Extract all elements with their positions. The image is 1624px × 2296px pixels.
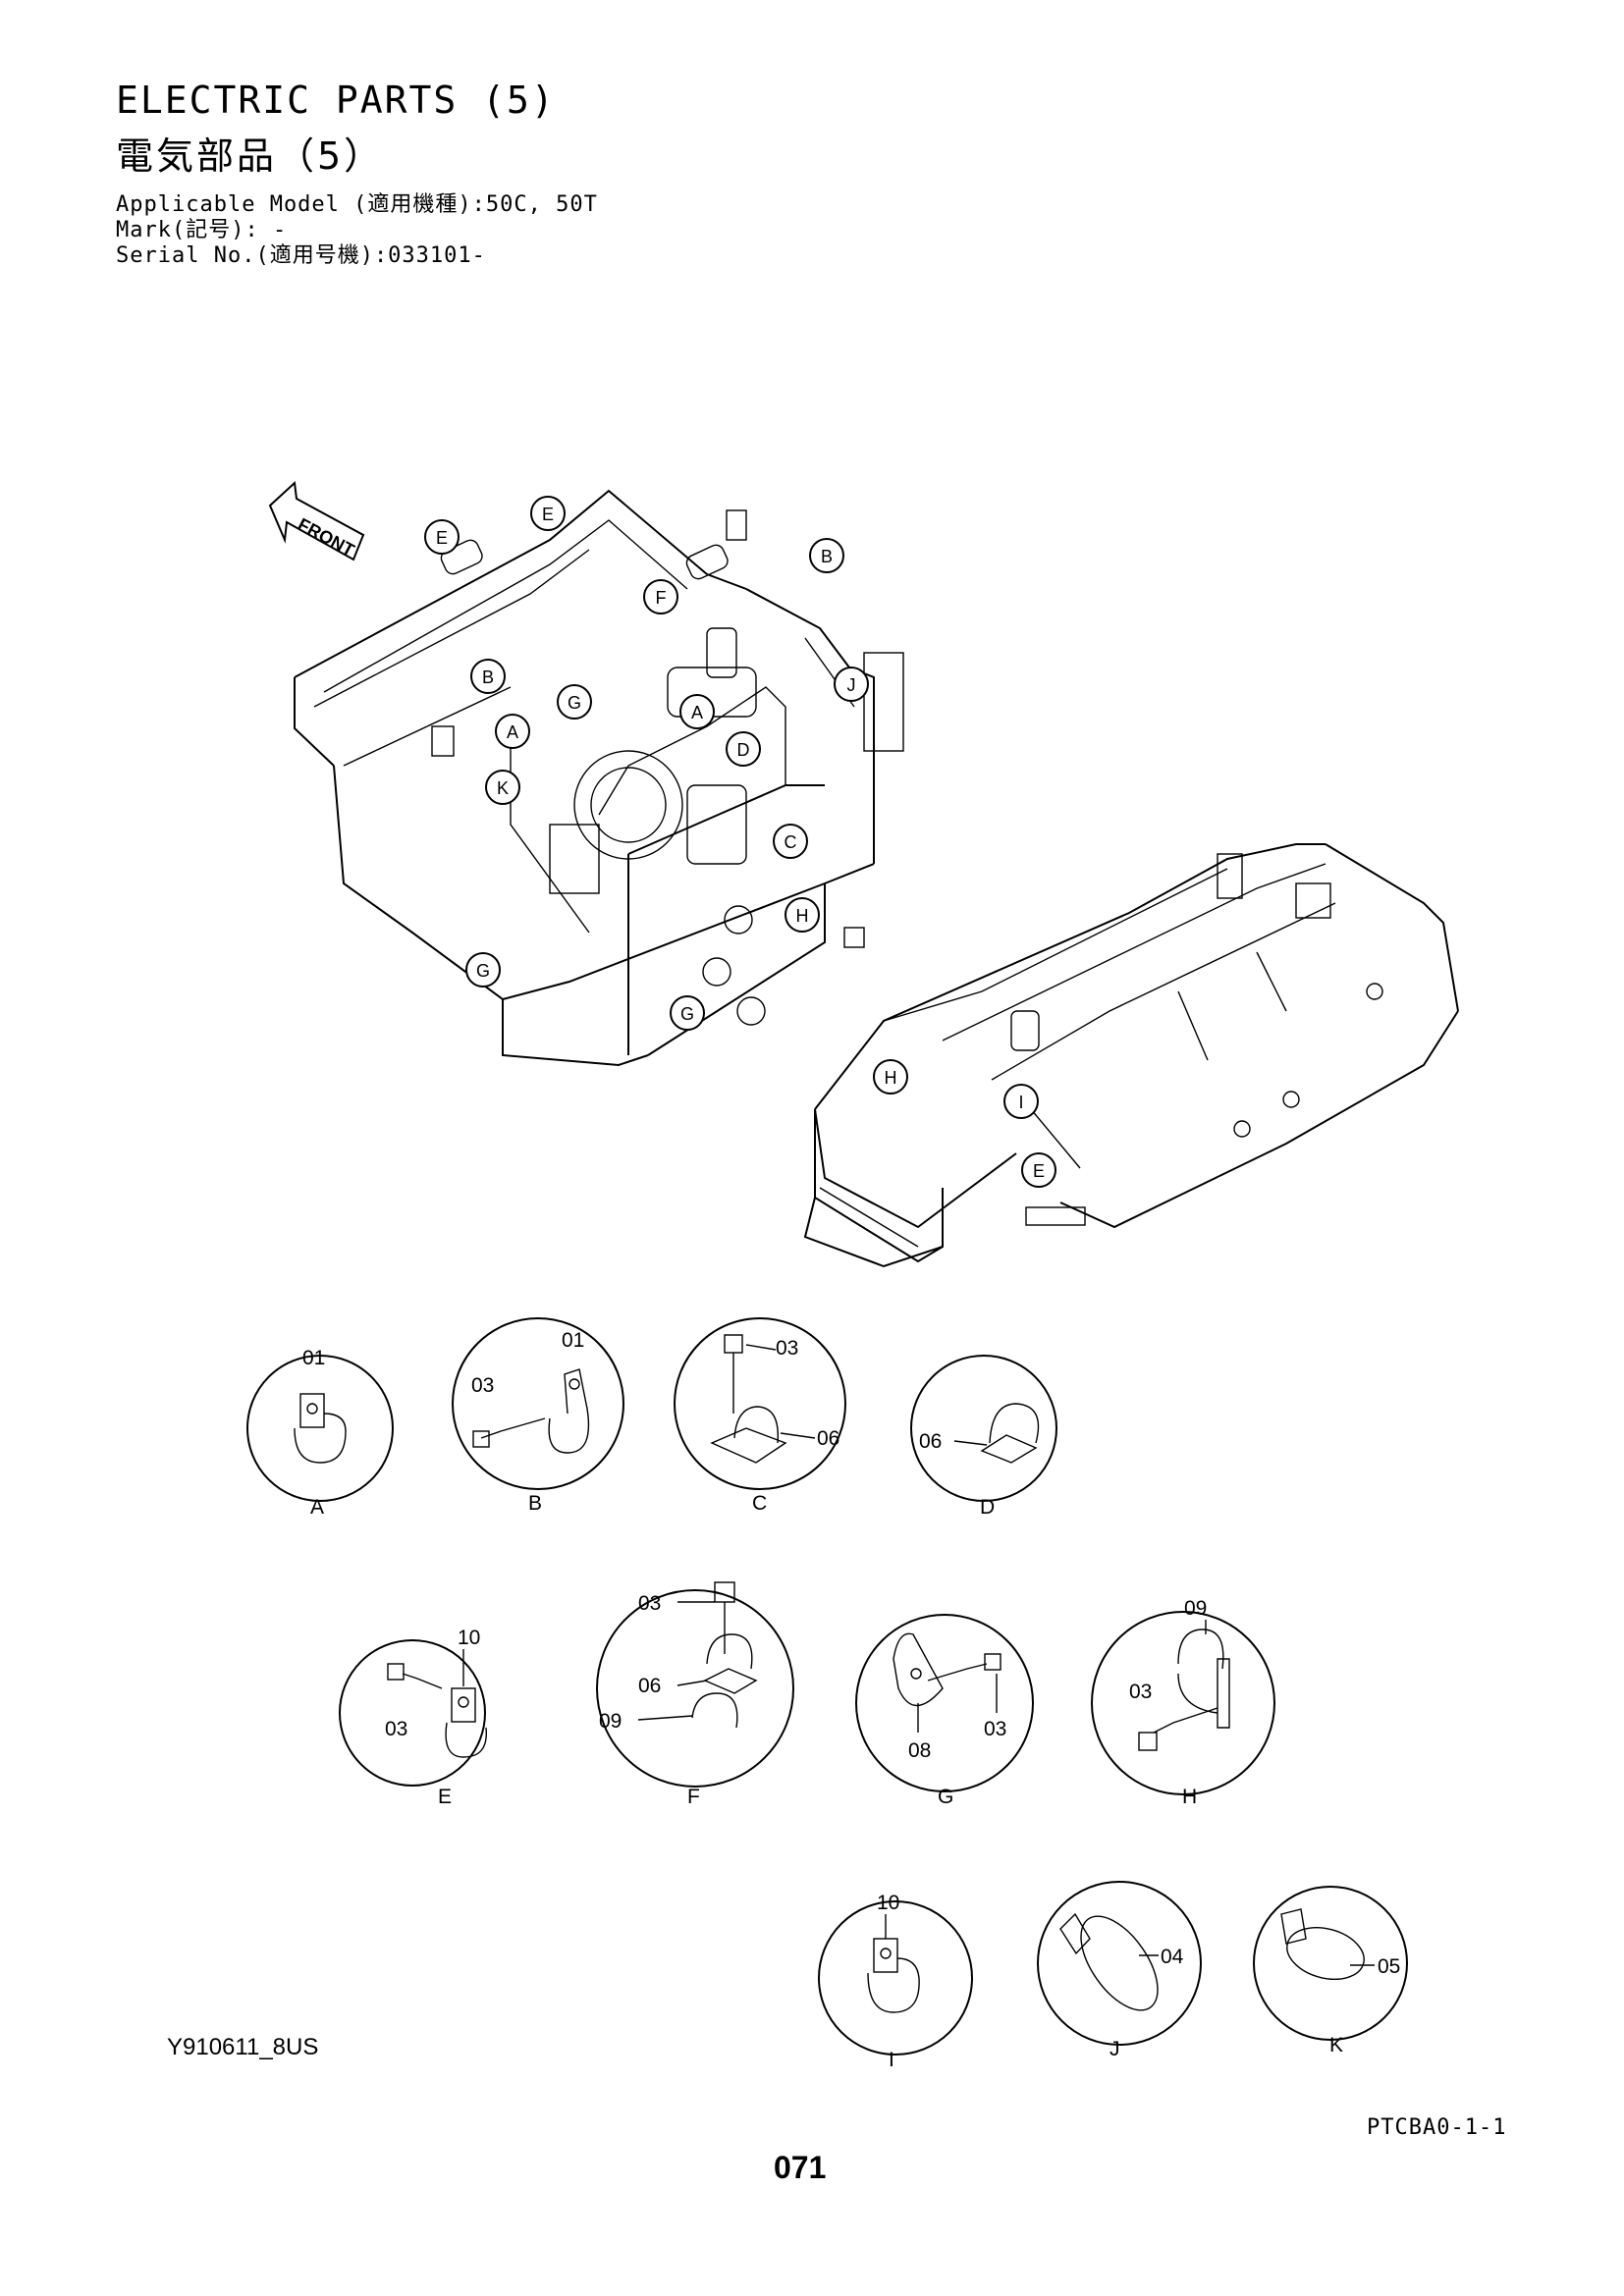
callout-label: G	[568, 693, 581, 713]
callout-label: H	[885, 1068, 897, 1088]
lower-frame-illustration	[803, 843, 1459, 1268]
callout-label: F	[656, 588, 667, 608]
callout-label: H	[796, 906, 809, 926]
detail-letter: K	[1329, 2034, 1343, 2056]
callout-label: E	[436, 528, 448, 548]
callouts-lower: H I E	[873, 1059, 1056, 1188]
detail-j: 04 J	[1037, 1881, 1202, 2060]
detail-letter: I	[889, 2049, 894, 2071]
part-number: 09	[1184, 1597, 1207, 1620]
catalog-code: PTCBA0-1-1	[1367, 2115, 1507, 2140]
detail-h: 09 03 H	[1091, 1597, 1275, 1808]
callout-label: B	[482, 667, 494, 687]
drawing-id: Y910611_8US	[167, 2034, 319, 2060]
part-number: 03	[385, 1718, 407, 1740]
detail-k: 05 K	[1253, 1886, 1408, 2056]
detail-letter: C	[752, 1492, 767, 1515]
serial-number: Serial No.(適用号機):033101-	[116, 243, 486, 268]
applicable-model: Applicable Model (適用機種):50C, 50T	[116, 192, 598, 217]
callout-label: I	[1018, 1093, 1023, 1112]
detail-i: 10 I	[818, 1892, 973, 2071]
part-number: 04	[1161, 1946, 1184, 1968]
part-number: 05	[1378, 1955, 1400, 1978]
part-number: 03	[471, 1374, 494, 1397]
front-arrow-icon: FRONT	[268, 480, 365, 561]
detail-letter: F	[687, 1786, 700, 1808]
callout-label: J	[847, 675, 856, 695]
detail-letter: G	[938, 1786, 953, 1808]
detail-d: 06 D	[910, 1355, 1057, 1519]
detail-letter: J	[1110, 2038, 1120, 2060]
detail-letter: B	[528, 1492, 542, 1515]
callout-label: C	[785, 832, 797, 852]
detail-g: 08 03 G	[855, 1614, 1034, 1808]
part-number: 10	[458, 1627, 480, 1649]
callout-label: D	[737, 740, 750, 760]
part-number: 03	[1129, 1681, 1152, 1703]
callout-label: G	[680, 1004, 694, 1024]
page-title: ELECTRIC PARTS (5)	[116, 79, 556, 122]
part-number: 06	[638, 1675, 661, 1697]
part-number: 01	[302, 1347, 325, 1369]
mark-line: Mark(記号): -	[116, 218, 288, 242]
detail-f: 03 06 09 F	[596, 1581, 794, 1808]
callout-label: E	[542, 505, 554, 524]
part-number: 01	[562, 1329, 584, 1352]
callouts-upper: E E B F B J G A A D K C H G G	[424, 496, 869, 1031]
upper-frame-illustration	[294, 489, 904, 1067]
part-number: 03	[984, 1718, 1006, 1740]
detail-views: 01 A 01 03 B 03 06 C	[246, 1317, 1408, 2071]
callout-label: B	[821, 547, 833, 566]
detail-e: 10 03 E	[339, 1627, 487, 1808]
part-number: 03	[776, 1337, 798, 1360]
callout-label: G	[476, 961, 490, 981]
part-number: 03	[638, 1592, 661, 1615]
detail-letter: D	[980, 1496, 995, 1519]
page-number: 071	[774, 2150, 827, 2185]
detail-c: 03 06 C	[674, 1317, 846, 1515]
callout-label: A	[691, 703, 703, 722]
callout-label: A	[507, 722, 518, 742]
part-number: 08	[908, 1739, 931, 1762]
part-number: 10	[877, 1892, 899, 1914]
part-number: 09	[599, 1710, 622, 1733]
part-number: 06	[919, 1430, 942, 1453]
part-number: 06	[817, 1427, 839, 1450]
callout-label: E	[1033, 1161, 1045, 1181]
page-title-japanese: 電気部品（5）	[116, 134, 385, 178]
detail-a: 01 A	[246, 1347, 394, 1519]
detail-b: 01 03 B	[452, 1317, 624, 1515]
detail-letter: H	[1182, 1786, 1197, 1808]
detail-letter: A	[310, 1496, 324, 1519]
callout-label: K	[497, 778, 509, 798]
detail-letter: E	[438, 1786, 452, 1808]
